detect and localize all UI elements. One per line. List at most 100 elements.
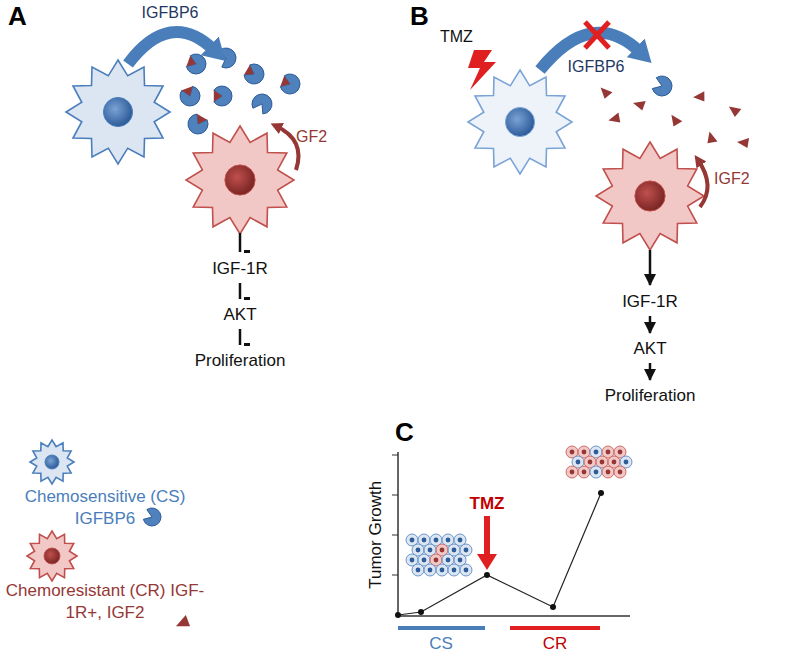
cell-body (66, 60, 170, 164)
pathway-step: AKT (629, 338, 670, 360)
tumor-cell (590, 466, 602, 478)
cell-body (27, 531, 77, 581)
activation-arrow (649, 316, 652, 333)
growth-chart (392, 535, 398, 536)
igf2-protein (729, 102, 743, 117)
autocrine-arrow (698, 160, 708, 207)
pathway-label: Proliferation (195, 351, 286, 370)
cell-illustration (66, 48, 752, 250)
cell-nucleus (505, 107, 534, 136)
tumor-cell-nucleus (452, 568, 457, 573)
tumor-cell (602, 466, 614, 478)
tumor-cell (578, 466, 590, 478)
tumor-cell-nucleus (464, 568, 469, 573)
tumor-cell (436, 564, 448, 576)
growth-chart (397, 615, 630, 617)
tumor-cell-nucleus (416, 548, 421, 553)
igf2-protein (197, 114, 207, 124)
tumor-cell-nucleus (618, 450, 623, 455)
annotation-label: IGFBP6 (568, 58, 625, 76)
tumor-cell-nucleus (428, 548, 433, 553)
growth-chart (550, 604, 556, 610)
igfbp6-protein (652, 76, 672, 96)
igfbp6-protein (143, 508, 161, 526)
panel-letter: C (395, 418, 414, 448)
growth-chart (392, 575, 398, 576)
pathway-step: IGF-1R (618, 291, 682, 313)
igfbp6-protein (188, 114, 208, 134)
annotation-label: TMZ (470, 494, 505, 514)
annotation-label: TMZ (440, 28, 473, 46)
igf2-protein (176, 615, 190, 626)
annotation-label: CR (543, 634, 568, 654)
tumor-cell-nucleus (446, 538, 451, 543)
activation-arrow (649, 363, 652, 380)
tumor-cell-nucleus (422, 558, 427, 563)
tumor-cell-nucleus (458, 538, 463, 543)
legend-label: Chemosensitive (CS) IGFBP6 (5, 486, 205, 530)
pathway-label: IGF-1R (622, 292, 678, 311)
igf2-protein (280, 76, 290, 87)
annotation-label: CS (429, 634, 453, 654)
igfbp6-protein (280, 74, 300, 94)
tumor-cell-nucleus (588, 460, 593, 465)
tumor-cell-nucleus (452, 548, 457, 553)
cell-body (596, 142, 704, 250)
tumor-cell-nucleus (464, 548, 469, 553)
autocrine-arrow (276, 126, 299, 170)
pathway-label: AKT (633, 339, 666, 358)
cell-nucleus (103, 97, 132, 126)
growth-chart (510, 626, 600, 630)
tumor-cell (566, 466, 578, 478)
tumor-cell-nucleus (458, 558, 463, 563)
tumor-cell (460, 564, 472, 576)
tumor-cell-nucleus (434, 558, 439, 563)
tumor-cell-nucleus (582, 450, 587, 455)
tumor-cell (614, 466, 626, 478)
cell-nucleus (635, 181, 665, 211)
pathway-step: Proliferation (191, 350, 290, 372)
igf2-protein (608, 111, 621, 123)
cell-nucleus (44, 548, 60, 564)
tumor-cell-nucleus (440, 568, 445, 573)
panel-letter: A (8, 2, 27, 32)
growth-chart (484, 572, 490, 578)
tumor-cell-nucleus (410, 538, 415, 543)
igf2-protein (737, 134, 752, 148)
tumor-cell-nucleus (612, 460, 617, 465)
tumor-cell (448, 564, 460, 576)
tumor-cell-nucleus (600, 460, 605, 465)
block-cross (585, 22, 609, 48)
igfbp6-protein (216, 48, 236, 68)
igf2-protein (214, 90, 222, 101)
tumor-cell-nucleus (434, 538, 439, 543)
pathway-step: AKT (219, 304, 260, 326)
igf2-protein (601, 84, 614, 99)
tumor-cell (412, 564, 424, 576)
annotation-label: IGFBP6 (142, 4, 199, 22)
growth-chart (398, 493, 601, 615)
igf2-protein (671, 113, 683, 126)
igfbp6-protein (214, 86, 232, 106)
block-cross (585, 22, 609, 48)
annotation-label: IGF2 (714, 170, 750, 188)
tumor-cell-nucleus (594, 470, 599, 475)
igfbp6-protein (244, 64, 264, 84)
inhibition-arrow (239, 283, 242, 299)
tumor-cell-nucleus (570, 450, 575, 455)
tumor-cell-nucleus (422, 538, 427, 543)
growth-chart (418, 609, 424, 615)
cell-body (30, 440, 74, 484)
tumor-cell-nucleus (582, 470, 587, 475)
annotation-label: GF2 (296, 128, 327, 146)
secretion-arrow (128, 32, 214, 64)
igf2-protein (186, 56, 196, 67)
tumor-cell-nucleus (594, 450, 599, 455)
tumor-cell-nucleus (440, 548, 445, 553)
igf2-protein (707, 131, 719, 144)
tumor-cell (424, 564, 436, 576)
cell-nucleus (225, 165, 255, 195)
